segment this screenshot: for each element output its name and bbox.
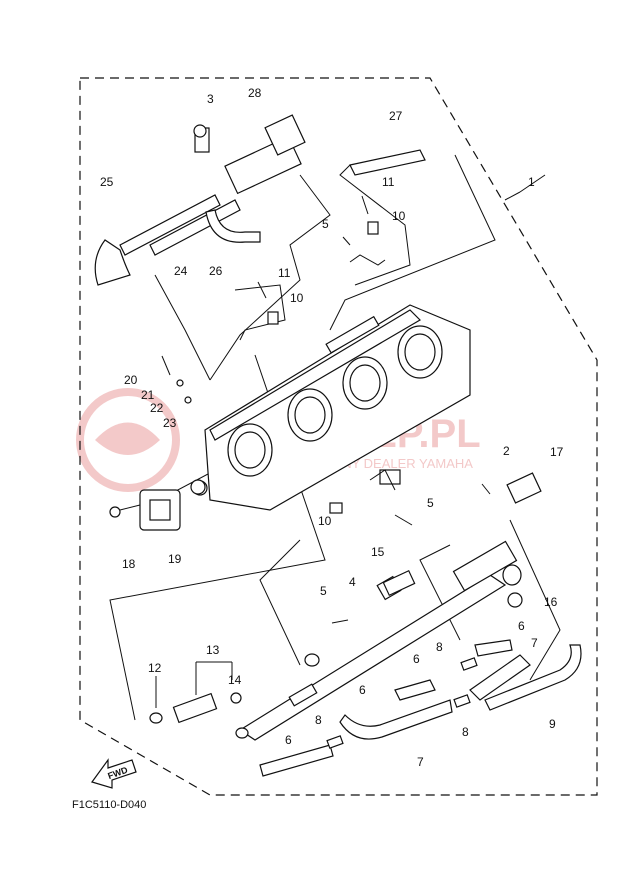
label-27: 27 [389, 109, 403, 123]
label-14: 14 [228, 673, 242, 687]
label-5a: 5 [322, 217, 329, 231]
label-10a: 10 [392, 209, 406, 223]
label-25: 25 [100, 175, 114, 189]
label-5b: 5 [427, 496, 434, 510]
label-17: 17 [550, 445, 564, 459]
top-valve-assembly [193, 114, 306, 195]
label-7b: 7 [417, 755, 424, 769]
part-labels: 1 2 3 4 5 5 5 6 6 6 6 7 7 8 8 8 9 10 10 … [100, 86, 564, 769]
label-20: 20 [124, 373, 138, 387]
label-1: 1 [528, 175, 535, 189]
label-8b: 8 [315, 713, 322, 727]
label-8a: 8 [436, 640, 443, 654]
label-12: 12 [148, 661, 162, 675]
label-18: 18 [122, 557, 136, 571]
label-13: 13 [206, 643, 220, 657]
label-19: 19 [168, 552, 182, 566]
throttle-bore-2 [287, 388, 333, 442]
label-6d: 6 [285, 733, 292, 747]
hoses [94, 149, 582, 777]
label-22: 22 [150, 401, 164, 415]
label-6b: 6 [413, 652, 420, 666]
throttle-bore-3 [342, 356, 388, 410]
label-16: 16 [544, 595, 558, 609]
small-parts [109, 195, 542, 749]
label-8c: 8 [462, 725, 469, 739]
fuel-rail [235, 540, 522, 741]
label-11b: 11 [278, 266, 291, 280]
label-21: 21 [141, 388, 155, 402]
label-24: 24 [174, 264, 188, 278]
label-7a: 7 [531, 636, 538, 650]
label-4: 4 [349, 575, 356, 589]
throttle-body [192, 304, 471, 511]
label-10b: 10 [290, 291, 304, 305]
label-6a: 6 [518, 619, 525, 633]
label-28: 28 [248, 86, 262, 100]
label-5c: 5 [320, 584, 327, 598]
assembly-boundary [79, 77, 598, 796]
label-23: 23 [163, 416, 177, 430]
label-9: 9 [549, 717, 556, 731]
label-10c: 10 [318, 514, 332, 528]
label-26: 26 [209, 264, 223, 278]
label-11a: 11 [382, 175, 395, 189]
label-6c: 6 [359, 683, 366, 697]
label-15: 15 [371, 545, 385, 559]
forward-arrow-icon: FWD [91, 758, 137, 789]
label-2: 2 [503, 444, 510, 458]
diagram-code: F1C5110-D040 [72, 799, 146, 811]
throttle-bore-4 [397, 325, 443, 379]
throttle-bore-1 [227, 423, 273, 477]
label-3: 3 [207, 92, 214, 106]
